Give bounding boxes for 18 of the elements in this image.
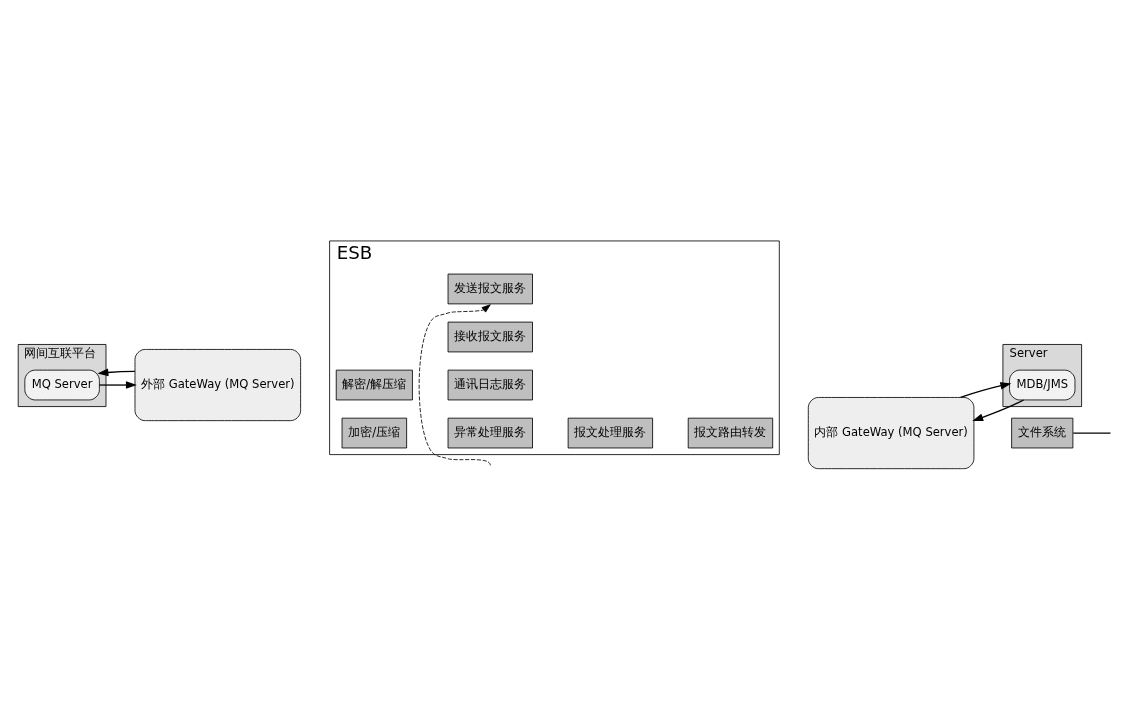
node-box: MDB/JMS [1009, 369, 1076, 400]
node-box: 内部 GateWay (MQ Server) [807, 396, 975, 469]
arrow [959, 381, 1012, 398]
node-box: 异常处理服务 [447, 417, 533, 448]
arrow [98, 380, 137, 389]
node-box: 接收报文服务 [447, 321, 533, 352]
node-box: 发送报文服务 [447, 273, 533, 304]
connector [1072, 431, 1112, 434]
node-box: 报文路由转发 [687, 417, 774, 448]
node-box: 报文处理服务 [567, 417, 653, 448]
node-box: 加密/压缩 [341, 417, 408, 448]
node-box: 解密/解压缩 [335, 369, 413, 400]
arrow [418, 303, 491, 466]
node-box: 通讯日志服务 [447, 369, 533, 400]
node-box: MQ Server [24, 369, 100, 400]
node-box: 文件系统 [1011, 417, 1074, 448]
arrow [97, 368, 136, 376]
node-box: 外部 GateWay (MQ Server) [134, 348, 302, 421]
